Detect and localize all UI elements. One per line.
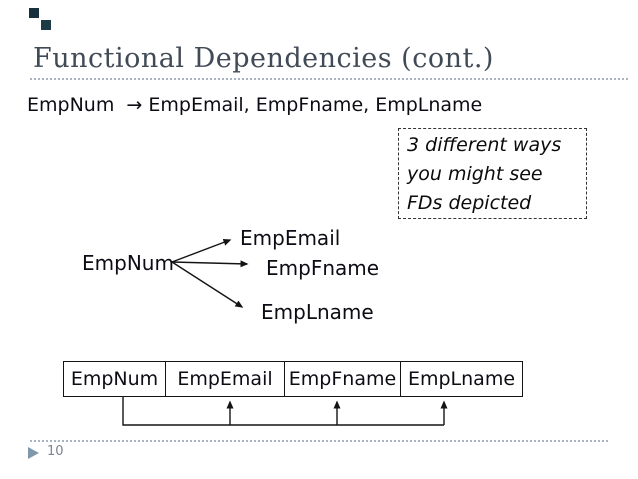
footer-divider (30, 440, 608, 442)
table-cell: EmpNum (70, 368, 159, 390)
note-line: 3 different ways (407, 134, 562, 156)
note-box: 3 different ways you might see FDs depic… (398, 128, 587, 219)
chevron-right-icon (28, 447, 39, 459)
diagram-determinant-label: EmpNum (82, 251, 174, 275)
page-title: Functional Dependencies (cont.) (33, 43, 494, 74)
diagram-dependent-label: EmpFname (266, 256, 380, 280)
theme-accent-square-top (29, 8, 39, 18)
table-cell: EmpFname (284, 362, 400, 396)
diagram-dependent-label: EmpLname (261, 300, 374, 324)
note-line: FDs depicted (407, 192, 532, 214)
table-cell: EmpLname (400, 362, 522, 396)
table-cell: EmpEmail (165, 362, 284, 396)
title-divider (30, 78, 628, 80)
page-number: 10 (47, 444, 64, 459)
note-line: you might see (407, 163, 543, 185)
fd-table: EmpNum EmpEmail EmpFname EmpLname (63, 361, 523, 397)
fd-notation-text: EmpNum → EmpEmail, EmpFname, EmpLname (27, 94, 483, 116)
diagram-dependent-label: EmpEmail (240, 226, 341, 250)
theme-accent-square-bottom (41, 20, 51, 30)
